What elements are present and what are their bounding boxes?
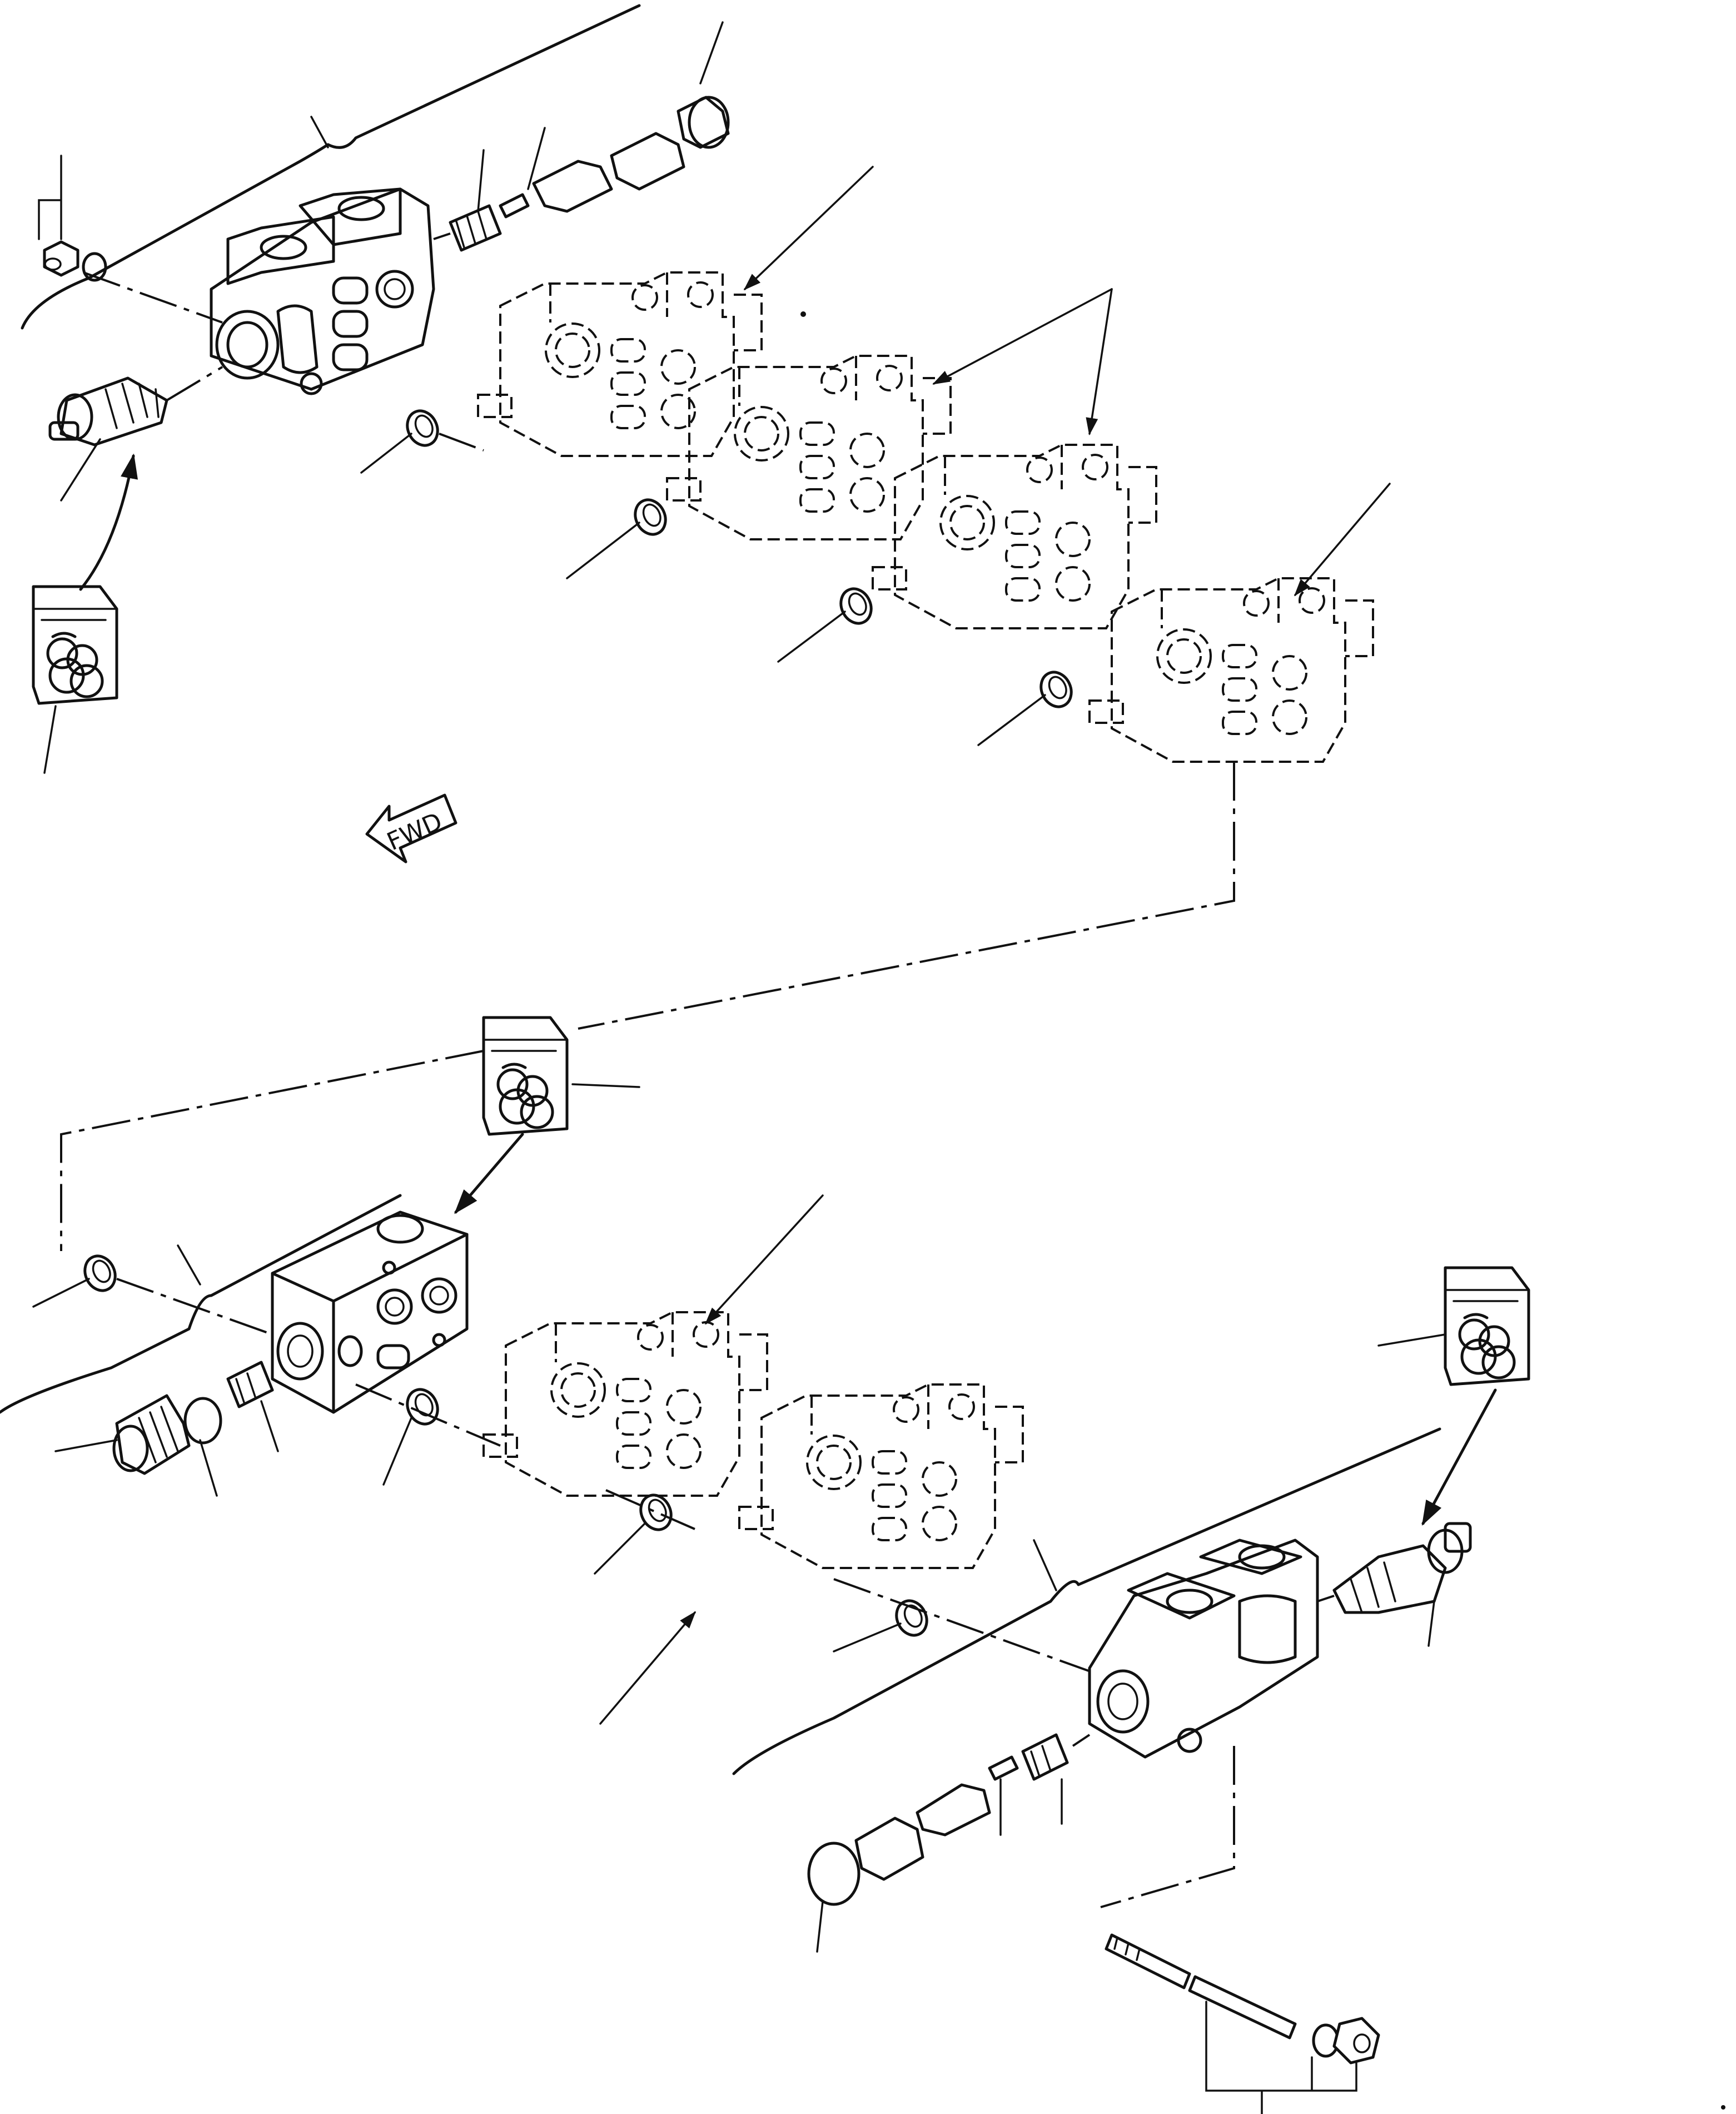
upper-assembly: FWD (21, 4, 1391, 1030)
oring-u1 (402, 406, 443, 450)
connecting-centerline (578, 762, 1235, 1030)
phantom-section-4 (1088, 577, 1374, 763)
lower-right-assembly (732, 1268, 1529, 2114)
lower-left-seal (183, 1397, 222, 1445)
lower-left-assembly (0, 1018, 1112, 1725)
middle-hardware-bag (484, 1018, 567, 1134)
phantom-section-5 (483, 1311, 768, 1497)
phantom-section-6 (738, 1383, 1024, 1569)
lower-right-stud-bolt (1105, 1933, 1297, 2039)
lower-right-nut (1332, 2017, 1380, 2065)
lower-left-bracket (0, 1194, 402, 1414)
phantom-section-3 (872, 444, 1157, 629)
oring-u2 (630, 495, 671, 539)
lower-left-spring (226, 1361, 274, 1408)
upper-relief-cartridge (48, 366, 223, 446)
lower-left-valve-block (271, 1210, 469, 1414)
lower-right-relief-cartridge (1317, 1522, 1472, 1614)
phantom-section-2 (666, 355, 952, 540)
upper-poppet-stack (433, 96, 730, 252)
upper-relief-valve-body (210, 187, 435, 395)
oring-l1 (79, 1251, 121, 1296)
forward-direction-indicator: FWD (365, 793, 457, 864)
upper-hardware-bag (33, 587, 117, 703)
lower-right-poppet-stack (807, 1733, 1091, 1906)
oring-u4 (1036, 667, 1077, 712)
phantom-section-1 (477, 271, 763, 457)
lower-right-relief-valve-body (1088, 1539, 1319, 1759)
oring-l2 (402, 1384, 443, 1429)
oring-u3 (835, 584, 877, 628)
lower-hardware-bag (1445, 1268, 1529, 1384)
upper-group-bracket (21, 4, 641, 330)
lower-right-bracket (732, 1427, 1441, 1775)
lower-left-plug (112, 1394, 191, 1475)
upper-nut-washer (38, 155, 223, 324)
